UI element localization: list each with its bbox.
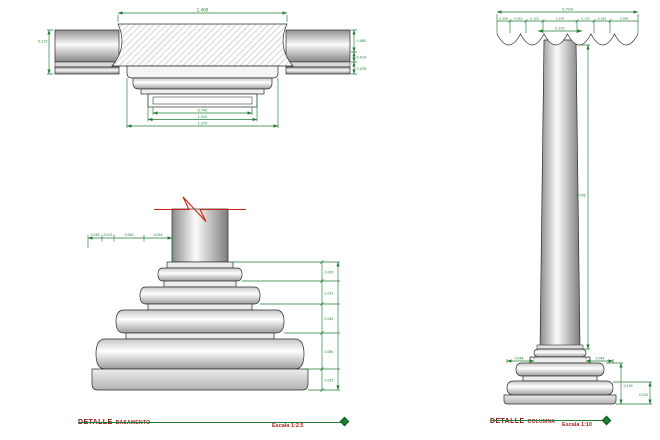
base-right-dimensions: 0.045 0.032 0.045 0.060 0.035 bbox=[233, 260, 340, 392]
dim-label: 0.035 bbox=[325, 379, 334, 383]
dim-label: 0.048 bbox=[91, 233, 100, 237]
subtitle-text: COLUMNA bbox=[527, 419, 556, 425]
dim-label: 0.060 bbox=[325, 350, 334, 354]
right-capital bbox=[285, 29, 351, 75]
dim-label: 0.700 bbox=[562, 7, 573, 12]
title-text: DETALLE bbox=[490, 418, 525, 425]
dim-label: 0.015 bbox=[104, 233, 113, 237]
dim-label: 1.726 bbox=[575, 194, 586, 198]
base-top-dimensions: 0.048 0.015 0.060 0.054 bbox=[87, 233, 173, 262]
dim-label: 0.083 bbox=[598, 17, 607, 21]
hatched-beam-section bbox=[111, 23, 294, 67]
dim-label: 1.325 bbox=[198, 115, 208, 119]
plinth bbox=[91, 368, 309, 391]
title-underline bbox=[78, 421, 342, 423]
column-shaft bbox=[539, 39, 581, 350]
shaft-height-dimension: 1.726 bbox=[575, 44, 590, 350]
dim-label: 0.045 bbox=[325, 271, 334, 275]
base-moldings bbox=[91, 261, 309, 391]
dim-label: 1.400 bbox=[197, 7, 209, 12]
title-underline bbox=[490, 420, 604, 421]
capital-break-edge bbox=[496, 33, 639, 46]
capital-dimensions: 1.400 0.115 0.065 0.014 0.078 0.740 1.32… bbox=[38, 7, 366, 128]
dim-label: 0.048 bbox=[499, 17, 508, 21]
dim-label: 0.045 bbox=[325, 317, 334, 321]
title-text: DETALLE bbox=[78, 419, 113, 426]
column-elevation-drawing: 0.700 0.048 0.083 0.103 0.140 0.103 0.08… bbox=[496, 7, 652, 405]
dim-label: 0.048 bbox=[596, 357, 605, 361]
dim-label: 0.100 bbox=[639, 393, 648, 397]
scale-label: Escala 1:10 bbox=[562, 421, 592, 428]
dim-label: 0.048 bbox=[620, 17, 629, 21]
dim-label: 0.060 bbox=[125, 233, 134, 237]
capital-section-drawing: 1.400 0.115 0.065 0.014 0.078 0.740 1.32… bbox=[38, 7, 366, 128]
dim-label: 0.078 bbox=[357, 67, 367, 71]
dim-label: 0.103 bbox=[530, 17, 539, 21]
dim-label: 0.115 bbox=[38, 40, 48, 44]
abacus-stack bbox=[126, 65, 279, 108]
scale-label: Escala 1:2.5 bbox=[272, 422, 304, 429]
column-base bbox=[503, 344, 617, 405]
dim-label: 0.740 bbox=[198, 109, 208, 113]
base-detail-drawing: 0.048 0.015 0.060 0.054 0.045 0.032 0.04… bbox=[87, 196, 340, 392]
dim-label: 0.140 bbox=[556, 17, 565, 21]
subtitle-text: BASAMENTO bbox=[115, 420, 151, 426]
dim-label: 0.103 bbox=[581, 17, 590, 21]
dim-label: 0.032 bbox=[325, 292, 334, 296]
dim-label: 0.150 bbox=[555, 27, 564, 31]
column-top-dimensions: 0.700 0.048 0.083 0.103 0.140 0.103 0.08… bbox=[496, 7, 639, 34]
dim-label: 0.083 bbox=[514, 17, 523, 21]
dim-label: 0.065 bbox=[357, 39, 367, 43]
scale-marker-diamond-icon bbox=[339, 416, 350, 427]
dim-label: 0.054 bbox=[154, 233, 163, 237]
column-shaft-stub bbox=[171, 208, 229, 263]
dim-label: 0.190 bbox=[624, 384, 633, 388]
break-line-symbol bbox=[154, 196, 246, 222]
dim-label: 1.370 bbox=[198, 122, 208, 126]
column-base-dimensions: 0.048 0.048 0.190 0.100 bbox=[506, 357, 652, 405]
left-capital bbox=[54, 29, 120, 75]
dim-label: 0.048 bbox=[515, 357, 524, 361]
capital-break-mask bbox=[497, 24, 638, 45]
dim-label: 0.014 bbox=[357, 56, 367, 60]
scale-marker-diamond-icon bbox=[601, 415, 612, 425]
